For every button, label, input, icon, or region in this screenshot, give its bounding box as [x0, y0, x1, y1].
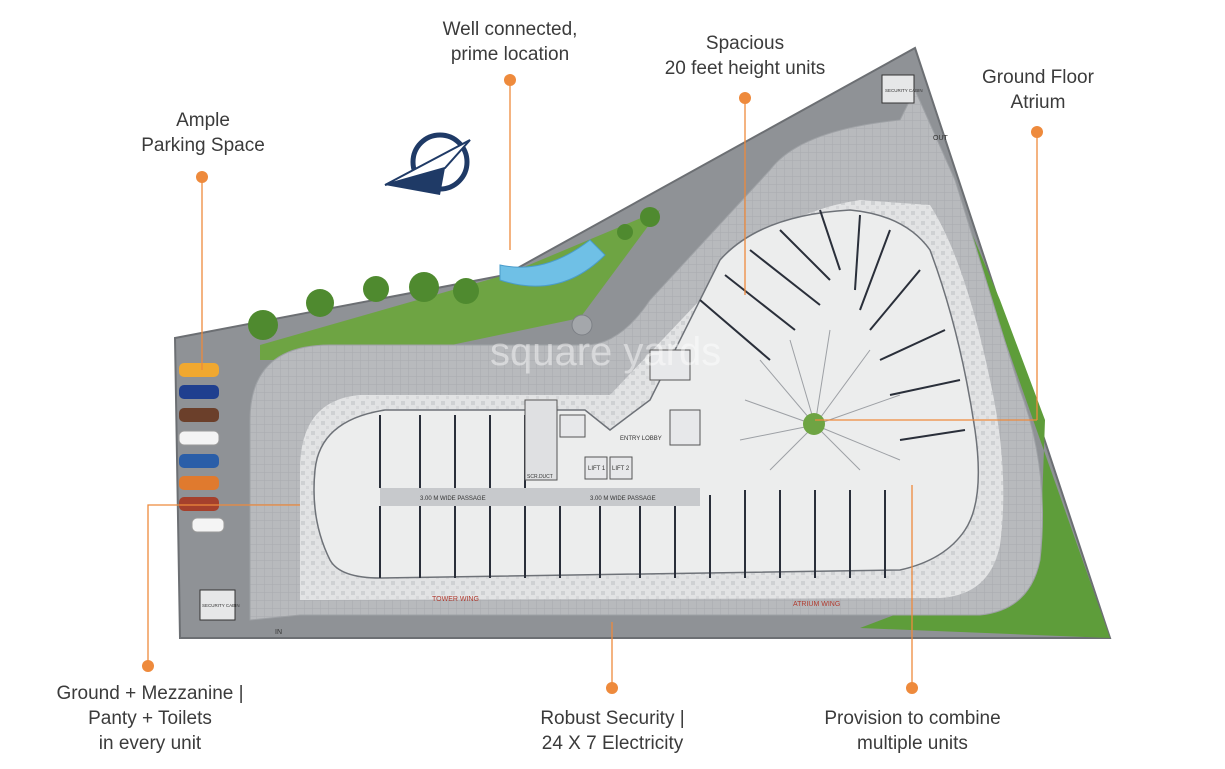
- callout-dots: [142, 74, 1043, 694]
- water-feature: [499, 239, 606, 287]
- security-cabin-top: [881, 74, 915, 104]
- callout-height-line2: 20 feet height units: [664, 58, 826, 79]
- lawn-upper: [260, 210, 660, 360]
- units-atrium-wing: [699, 209, 966, 441]
- passage: [380, 488, 700, 506]
- callout-mezzanine: Ground + Mezzanine | Panty + Toilets in …: [30, 681, 270, 756]
- callout-security-line2: 24 X 7 Electricity: [541, 733, 684, 754]
- roundabout: [571, 314, 593, 336]
- callout-parking: Ample Parking Space: [118, 108, 288, 158]
- gate-in-label: IN: [275, 629, 282, 636]
- callout-height-line1: Spacious: [705, 33, 785, 54]
- security-cabin-bottom-label: SECURITY CABIN: [202, 603, 240, 608]
- callout-security: Robust Security | 24 X 7 Electricity: [510, 706, 715, 756]
- lawn-right: [860, 170, 1110, 638]
- lift-1-label: LIFT 1: [588, 466, 606, 472]
- units-top-row: [379, 415, 526, 488]
- duct-label: SCR.DUCT: [527, 474, 553, 480]
- atrium-tree: [803, 413, 825, 435]
- core: [524, 349, 701, 481]
- callout-location-line2: prime location: [450, 44, 570, 65]
- callout-atrium-line1: Ground Floor: [982, 67, 1094, 88]
- callout-security-line1: Robust Security |: [540, 708, 685, 729]
- building-footprint: [313, 209, 980, 579]
- atrium-floor: [739, 329, 901, 471]
- passage-right-label: 3.00 M WIDE PASSAGE: [590, 496, 656, 502]
- compass-icon: [384, 132, 471, 195]
- gate-out-label: OUT: [933, 135, 949, 142]
- callout-location-line1: Well connected,: [442, 19, 578, 40]
- security-cabin-top-label: SECURITY CABIN: [885, 88, 923, 93]
- units-bottom-row: [379, 490, 886, 578]
- callout-location: Well connected, prime location: [410, 17, 610, 67]
- callout-mezzanine-line3: in every unit: [98, 733, 202, 754]
- passage-left-label: 3.00 M WIDE PASSAGE: [420, 496, 486, 502]
- atrium-wing-label: ATRIUM WING: [793, 601, 840, 608]
- callout-atrium-line2: Atrium: [1010, 92, 1066, 113]
- trees: [248, 207, 660, 340]
- callout-mezzanine-line2: Panty + Toilets: [88, 708, 212, 729]
- callout-combine: Provision to combine multiple units: [795, 706, 1030, 756]
- callout-mezzanine-line1: Ground + Mezzanine |: [56, 683, 244, 704]
- security-cabin-bottom: [199, 589, 236, 621]
- callout-parking-line2: Parking Space: [141, 135, 265, 156]
- leader-lines: [147, 80, 1038, 688]
- callout-atrium: Ground Floor Atrium: [958, 65, 1118, 115]
- tower-wing-label: TOWER WING: [432, 596, 479, 603]
- lift-2-label: LIFT 2: [612, 466, 630, 472]
- callout-combine-line1: Provision to combine: [824, 708, 1001, 729]
- parked-cars: [178, 363, 225, 533]
- callout-combine-line2: multiple units: [857, 733, 968, 754]
- entry-lobby-label: ENTRY LOBBY: [620, 436, 662, 442]
- callout-height: Spacious 20 feet height units: [635, 31, 855, 81]
- watermark: square yards: [490, 330, 721, 374]
- callout-parking-line1: Ample: [176, 110, 230, 131]
